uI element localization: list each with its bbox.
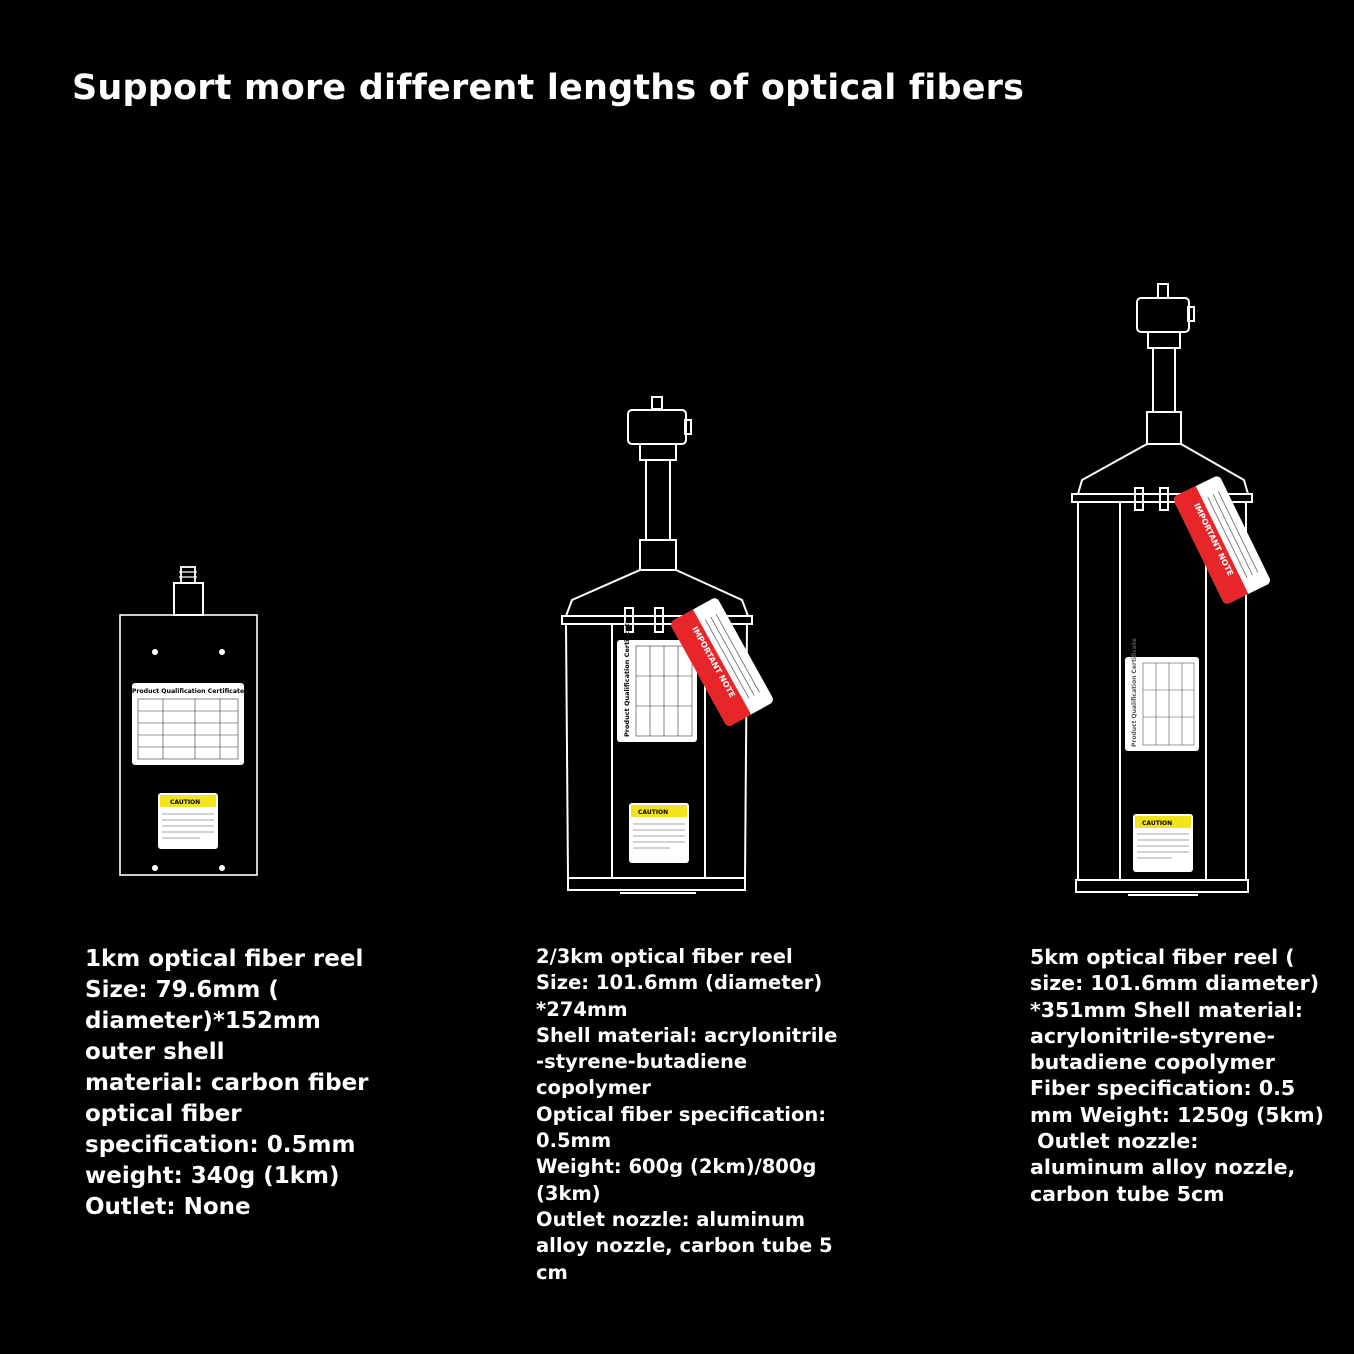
desc-line: Size: 79.6mm ( (85, 977, 279, 1003)
desc-line: cm (536, 1260, 568, 1284)
page-title: Support more different lengths of optica… (72, 68, 1025, 108)
desc-line: 5km optical fiber reel ( (1030, 945, 1295, 969)
desc-line: optical fiber (85, 1101, 242, 1127)
important-note-tag-3: IMPORTANT NOTE (1174, 476, 1270, 604)
desc-line: Fiber specification: 0.5 (1030, 1076, 1296, 1101)
certificate-label-2 (617, 640, 697, 742)
product-description-5km: 5km optical fiber reel ( size: 101.6mm d… (1030, 944, 1324, 1207)
caution-title-3: CAUTION (1142, 820, 1172, 827)
certificate-title-3: Product Qualification Certificate (1131, 638, 1138, 747)
desc-line: Optical fiber specification: (536, 1102, 827, 1126)
desc-line: 0.5mm (536, 1129, 612, 1153)
desc-line: carbon tube 5cm (1030, 1181, 1225, 1206)
desc-line: (3km) (536, 1181, 601, 1205)
desc-line: 2/3km optical fiber reel (536, 945, 793, 968)
desc-line: size: 101.6mm diameter) (1030, 971, 1320, 996)
desc-line: specification: 0.5mm (85, 1132, 356, 1158)
desc-line: Outlet nozzle: (1030, 1129, 1199, 1154)
desc-line: Outlet: None (85, 1194, 251, 1220)
desc-line: material: carbon fiber (85, 1070, 369, 1096)
desc-line: alloy nozzle, carbon tube 5 (536, 1234, 833, 1258)
desc-line: acrylonitrile-styrene- (1030, 1023, 1275, 1048)
certificate-label-1 (132, 683, 244, 765)
important-note-tag-2: IMPORTANT NOTE (671, 598, 773, 726)
reel-5km-illustration: Product Qualification Certificate CAUTIO… (1071, 283, 1270, 896)
certificate-label-3 (1125, 657, 1199, 751)
reel-illustrations: Product Qualification Certificate CAUTIO… (119, 283, 1270, 896)
desc-line: mm Weight: 1250g (5km) (1030, 1102, 1324, 1127)
caution-title-2: CAUTION (638, 809, 668, 816)
product-description-2-3km: 2/3km optical fiber reel Size: 101.6mm (… (536, 944, 837, 1286)
desc-line: diameter)*152mm (85, 1008, 321, 1034)
desc-line: *274mm (536, 997, 628, 1021)
desc-line: copolymer (536, 1076, 651, 1100)
product-description-1km: 1km optical fiber reel Size: 79.6mm ( di… (85, 944, 369, 1223)
certificate-title-1: Product Qualification Certificate (132, 688, 244, 695)
certificate-title-2: Product Qualification Certificate (623, 618, 631, 737)
desc-line: 1km optical fiber reel (85, 946, 364, 972)
desc-line: -styrene-butadiene (536, 1050, 748, 1074)
desc-line: Weight: 600g (2km)/800g (536, 1155, 817, 1179)
desc-line: weight: 340g (1km) (85, 1163, 340, 1189)
desc-line: Outlet nozzle: aluminum (536, 1207, 806, 1231)
caution-title-1: CAUTION (170, 799, 200, 806)
desc-line: *351mm Shell material: (1030, 997, 1303, 1022)
caution-label-3 (1133, 814, 1193, 872)
desc-line: aluminum alloy nozzle, (1030, 1155, 1296, 1180)
reel-2-3km-illustration: Product Qualification Certificate CAUTIO… (561, 396, 773, 894)
desc-line: butadiene copolymer (1030, 1050, 1275, 1075)
desc-line: Size: 101.6mm (diameter) (536, 971, 823, 995)
desc-line: outer shell (85, 1039, 225, 1065)
reel-1km-illustration: Product Qualification Certificate CAUTIO… (119, 566, 258, 876)
desc-line: Shell material: acrylonitrile (536, 1023, 838, 1047)
